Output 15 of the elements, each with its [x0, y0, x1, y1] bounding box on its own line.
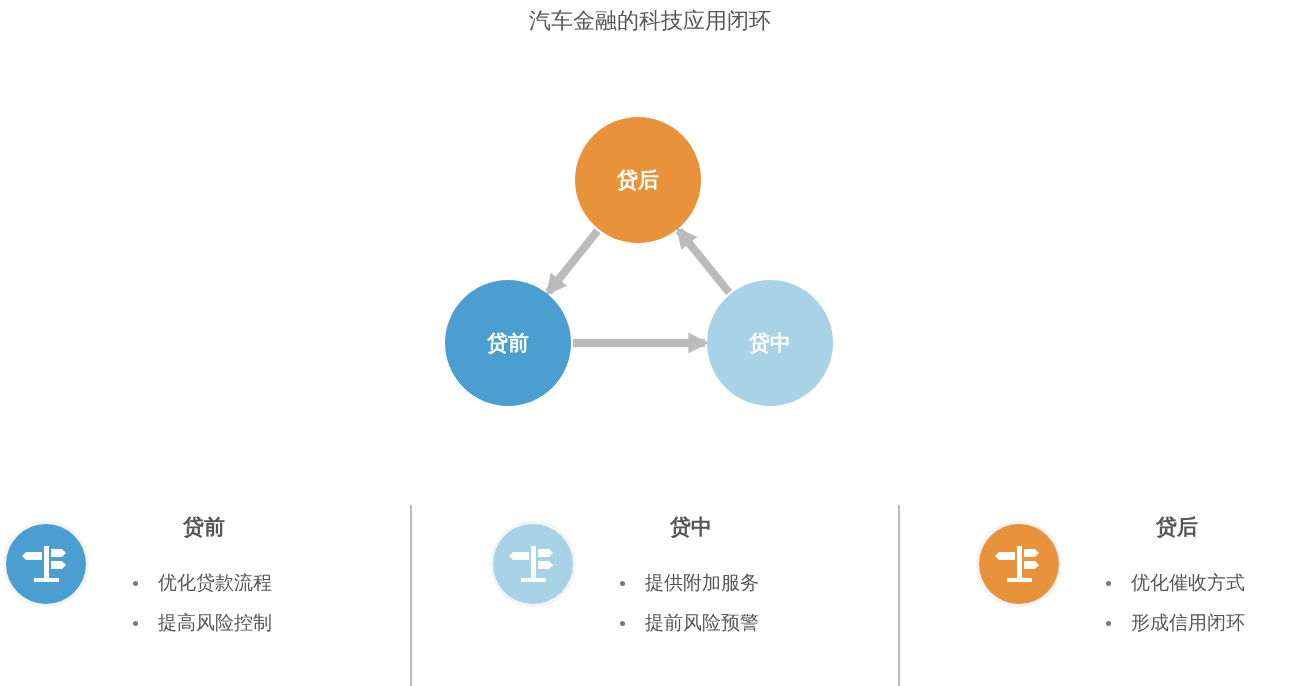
- bullet-text: 提前风险预警: [645, 610, 759, 635]
- stage-label: 贷后: [617, 167, 659, 194]
- arrow: [545, 228, 601, 296]
- stage-label: 贷中: [749, 330, 791, 357]
- column-heading: 贷中: [670, 514, 712, 541]
- bullet-text: 优化催收方式: [1131, 570, 1245, 595]
- bullet-text: 优化贷款流程: [158, 570, 272, 595]
- stage-label: 贷前: [487, 330, 529, 357]
- column-heading: 贷前: [183, 514, 225, 541]
- arrow: [675, 227, 733, 295]
- column-heading: 贷后: [1156, 514, 1198, 541]
- title: 汽车金融的科技应用闭环: [528, 7, 772, 35]
- bullet-text: 提高风险控制: [158, 610, 272, 635]
- bullet-text: 形成信用闭环: [1131, 610, 1245, 635]
- bullet-text: 提供附加服务: [645, 570, 759, 595]
